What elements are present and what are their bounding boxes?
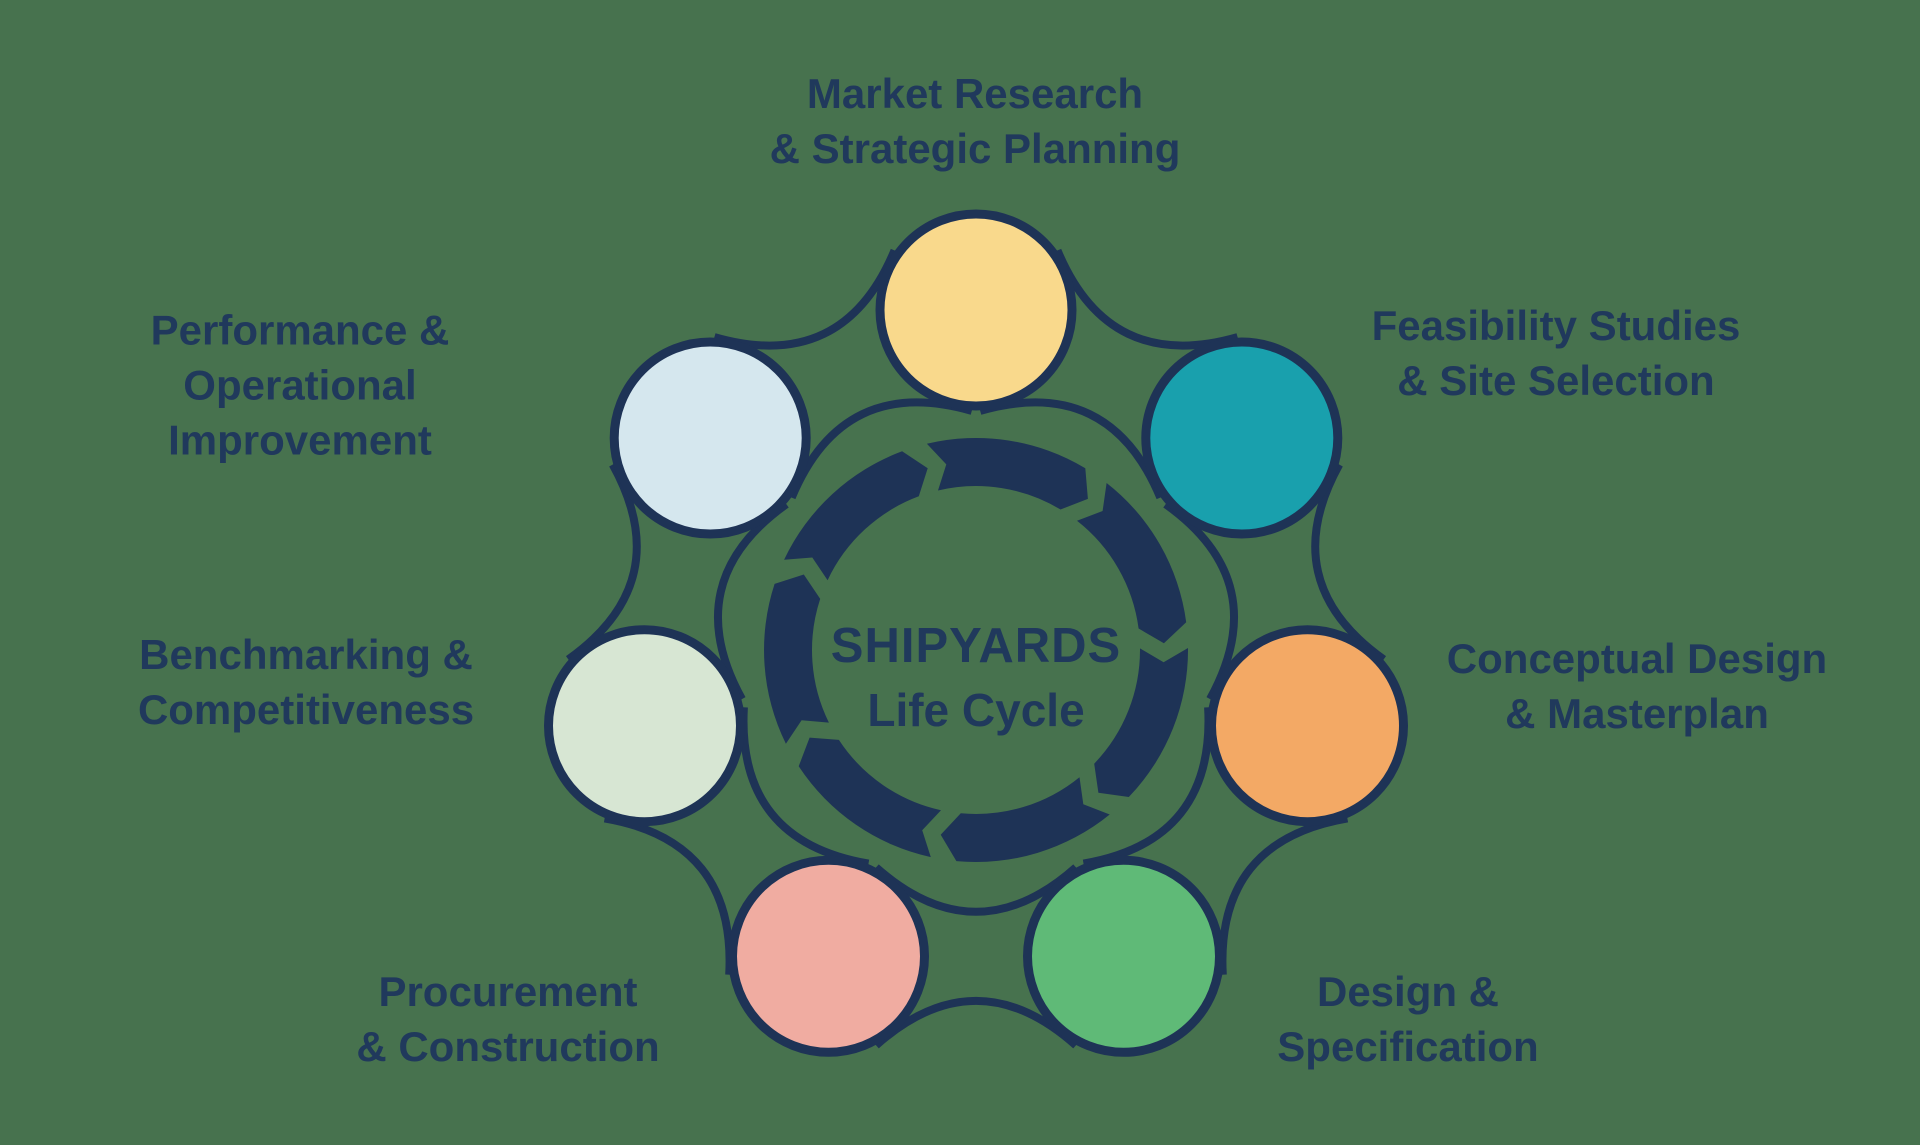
cycle-arrow-segment — [1094, 648, 1189, 797]
node-label-line: & Masterplan — [1505, 690, 1769, 737]
cycle-arrow-segment — [1077, 483, 1187, 644]
node-label-feasibility-studies-site-selection: Feasibility Studies & Site Selection — [1372, 298, 1741, 408]
node-label-line: Benchmarking & — [139, 631, 473, 678]
connector-line — [713, 248, 899, 350]
connector-line — [739, 707, 870, 868]
node-label-procurement-construction: Procurement & Construction — [356, 964, 659, 1074]
node-circle-design-specification — [1023, 855, 1224, 1057]
connector-line — [1218, 814, 1349, 975]
connector-line — [713, 500, 789, 702]
node-circles — [544, 209, 1408, 1057]
cycle-arrow-segment — [784, 451, 928, 581]
connector-line — [979, 398, 1164, 500]
center-title-line1: SHIPYARDS — [830, 619, 1122, 673]
connector-line — [873, 864, 1079, 916]
node-label-line: Feasibility Studies — [1371, 302, 1741, 349]
node-label-line: & Construction — [356, 1023, 660, 1070]
cycle-arrow-segment — [940, 777, 1110, 863]
node-label-line: Procurement — [378, 968, 638, 1015]
node-label-line: & Site Selection — [1397, 357, 1715, 404]
cycle-arrow-segment — [764, 574, 829, 744]
node-circle-performance-operational-improvement — [609, 337, 811, 539]
node-circle-market-research-strategic-planning — [875, 209, 1077, 411]
node-label-line: Operational — [183, 361, 417, 409]
node-label-line: Design & — [1316, 968, 1500, 1015]
connector-line — [565, 462, 641, 663]
node-label-line: Market Research — [806, 70, 1144, 117]
node-label-market-research-strategic-planning: Market Research & Strategic Planning — [770, 66, 1181, 176]
node-circle-conceptual-design-masterplan — [1207, 625, 1408, 827]
node-label-line: Improvement — [168, 416, 432, 464]
node-circle-feasibility-studies-site-selection — [1141, 337, 1343, 539]
node-circle-procurement-construction — [728, 855, 929, 1057]
node-label-design-specification: Design & Specification — [1277, 964, 1538, 1074]
node-label-line: Conceptual Design — [1446, 635, 1828, 682]
cycle-arrow-segment — [798, 737, 941, 858]
connector-line — [1311, 462, 1387, 663]
node-label-line: Competitiveness — [137, 686, 475, 733]
center-title-line2: Life Cycle — [867, 684, 1085, 736]
connector-line — [1082, 707, 1213, 868]
node-label-line: Performance & — [150, 306, 450, 354]
node-label-conceptual-design-masterplan: Conceptual Design & Masterplan — [1447, 631, 1827, 741]
cycle-arrow-segment — [926, 438, 1088, 510]
connector-line — [873, 996, 1079, 1049]
connector-line — [1163, 500, 1239, 702]
center-title: SHIPYARDS Life Cycle — [831, 614, 1121, 742]
node-circle-benchmarking-competitiveness — [544, 625, 745, 827]
node-label-line: Specification — [1277, 1023, 1539, 1070]
connector-line — [788, 398, 973, 500]
connector-line — [1053, 248, 1239, 350]
node-label-benchmarking-competitiveness: Benchmarking & Competitiveness — [138, 627, 474, 737]
node-label-line: & Strategic Planning — [769, 125, 1181, 172]
connector-line — [603, 814, 734, 975]
cycle-arrow-ring — [764, 438, 1189, 863]
